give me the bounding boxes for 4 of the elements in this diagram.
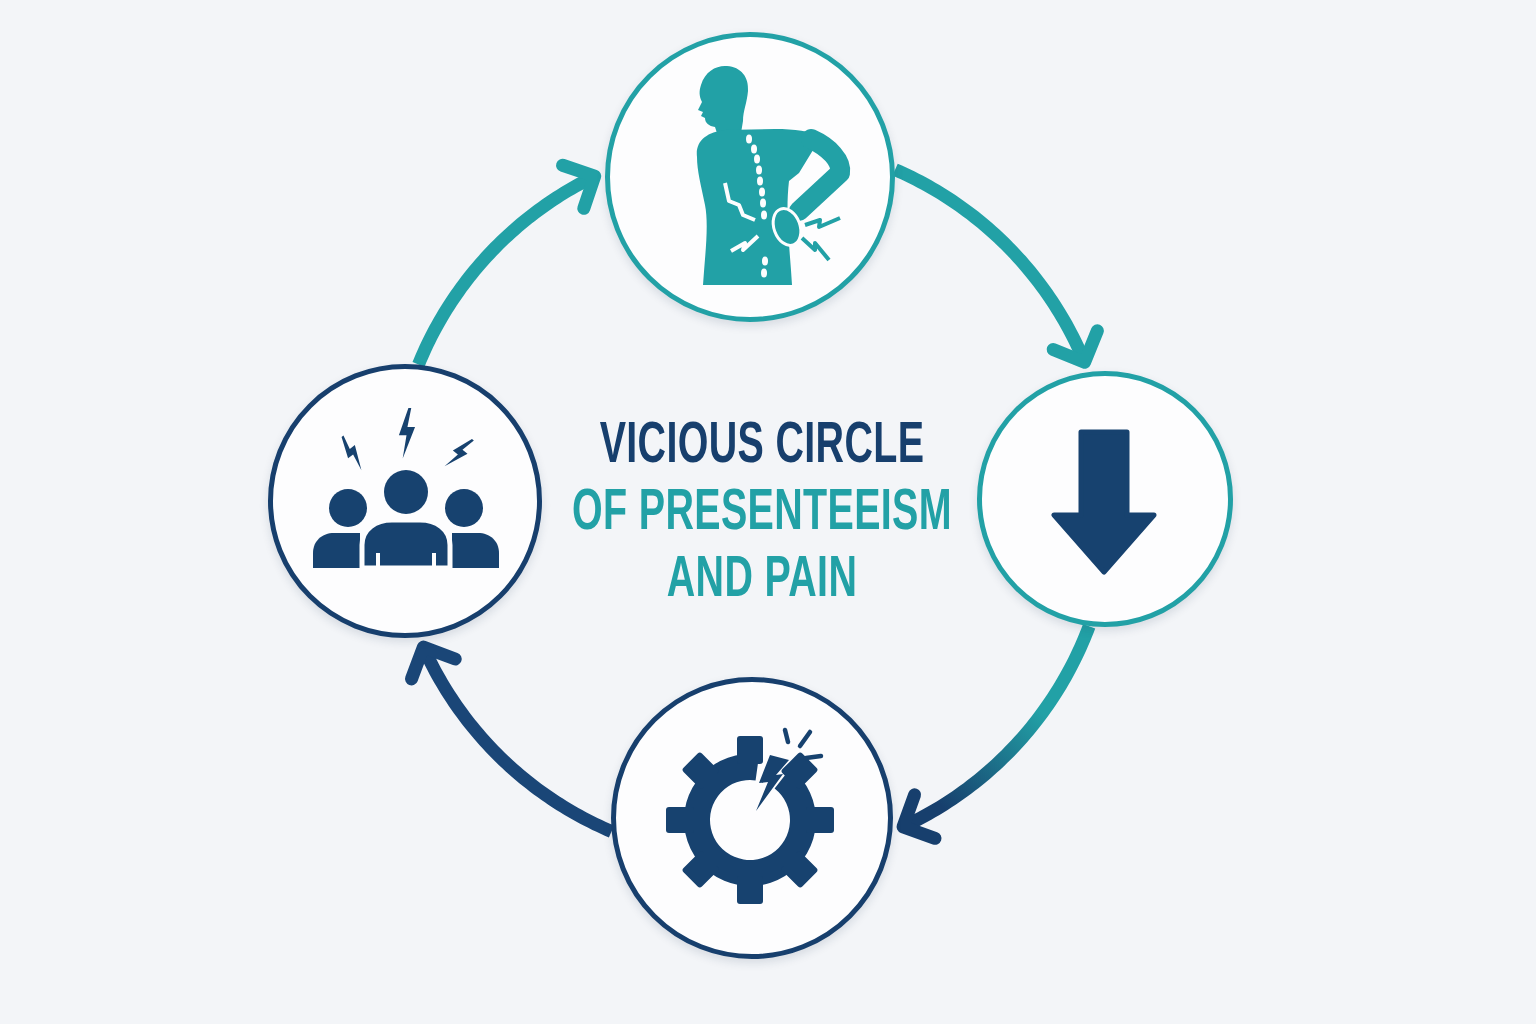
curved-arrow — [892, 163, 1104, 369]
diagram-title: VICIOUS CIRCLE OF PRESENTEEISM AND PAIN — [571, 408, 953, 609]
curved-arrow — [412, 158, 602, 367]
curved-arrow — [896, 623, 1096, 845]
